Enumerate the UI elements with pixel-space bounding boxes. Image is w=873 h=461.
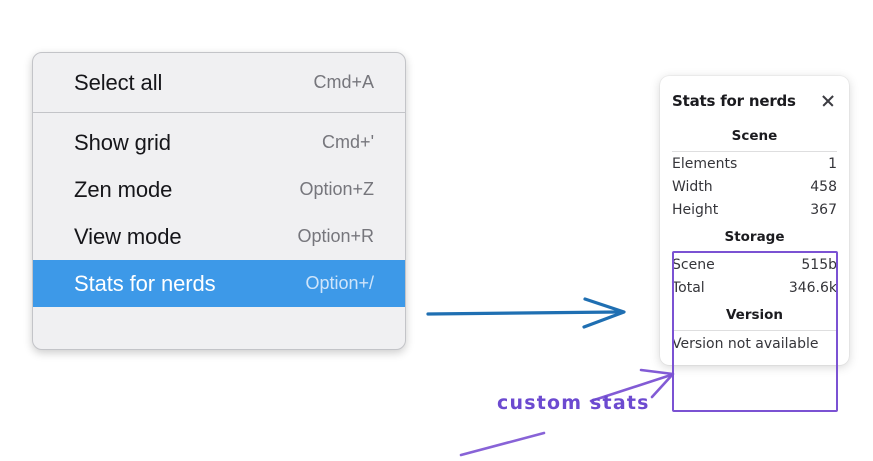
section-heading: Storage [672,221,837,253]
section-heading: Scene [672,120,837,152]
stat-label: Height [672,202,719,218]
menu-item-label: Zen mode [74,176,173,202]
context-menu[interactable]: Select all Cmd+A Show grid Cmd+' Zen mod… [32,52,406,350]
menu-item-shortcut: Cmd+A [313,72,374,92]
stat-label: Elements [672,156,738,172]
menu-item-shortcut: Option+/ [305,273,374,293]
menu-item-show-grid[interactable]: Show grid Cmd+' [33,119,405,166]
section-version: Version Version not available [672,299,837,355]
menu-item-view-mode[interactable]: View mode Option+R [33,213,405,260]
menu-item-stats-for-nerds[interactable]: Stats for nerds Option+/ [33,260,405,307]
stat-row-elements: Elements 1 [672,152,837,175]
section-scene: Scene Elements 1 Width 458 Height 367 [672,120,837,221]
section-heading: Version [672,299,837,331]
stat-row-width: Width 458 [672,175,837,198]
blue-arrow-icon [426,297,626,329]
menu-group-1: Select all Cmd+A [33,53,405,112]
menu-item-label: View mode [74,223,182,249]
stat-value: 346.6k [788,280,837,296]
stat-value: 458 [810,179,837,195]
stat-label: Version not available [672,336,819,352]
stat-label: Total [672,280,705,296]
custom-stats-annotation-label: custom stats [497,392,650,414]
panel-header: Stats for nerds [672,76,837,120]
menu-separator [33,112,405,113]
stat-value: 515b [801,257,837,273]
menu-item-shortcut: Cmd+' [322,132,374,152]
purple-underline-stroke [459,431,546,457]
stat-label: Width [672,179,713,195]
stat-row-scene-storage: Scene 515b [672,253,837,276]
close-icon[interactable] [820,93,836,109]
menu-item-select-all[interactable]: Select all Cmd+A [33,59,405,106]
panel-title: Stats for nerds [672,92,796,110]
stats-for-nerds-panel: Stats for nerds Scene Elements 1 Width 4… [660,76,849,365]
section-storage: Storage Scene 515b Total 346.6k [672,221,837,299]
menu-item-shortcut: Option+Z [299,179,374,199]
stat-value: 1 [828,156,837,172]
menu-item-shortcut: Option+R [297,226,374,246]
menu-item-label: Select all [74,69,163,95]
stat-row-version: Version not available [672,331,837,355]
menu-item-label: Stats for nerds [74,270,216,296]
menu-group-2: Show grid Cmd+' Zen mode Option+Z View m… [33,113,405,313]
stat-row-height: Height 367 [672,198,837,221]
stat-row-total-storage: Total 346.6k [672,276,837,299]
menu-item-label: Show grid [74,129,171,155]
stat-label: Scene [672,257,715,273]
menu-item-zen-mode[interactable]: Zen mode Option+Z [33,166,405,213]
stat-value: 367 [810,202,837,218]
